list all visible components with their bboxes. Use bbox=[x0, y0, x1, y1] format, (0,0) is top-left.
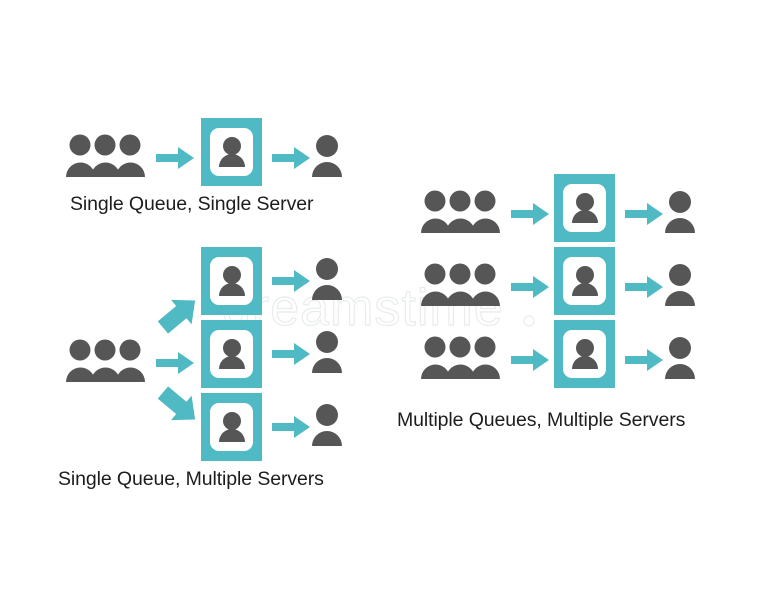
arrow-right-icon bbox=[156, 351, 194, 375]
server-person-icon bbox=[571, 266, 598, 296]
output-person-icon bbox=[664, 263, 696, 307]
arrow-right-icon bbox=[272, 342, 310, 366]
output-person-icon bbox=[311, 134, 343, 178]
server-card bbox=[210, 403, 253, 451]
diagram-label: Single Queue, Single Server bbox=[70, 193, 314, 215]
single-person-icon bbox=[312, 331, 342, 373]
queue-group-icon bbox=[421, 190, 501, 234]
output-person-icon bbox=[311, 257, 343, 301]
arrow-right-icon bbox=[272, 415, 310, 439]
output-person-icon bbox=[664, 336, 696, 380]
server-card bbox=[210, 257, 253, 305]
arrow-right-icon bbox=[511, 202, 549, 226]
arrow-right-icon bbox=[625, 348, 663, 372]
arrow-right-icon bbox=[272, 146, 310, 170]
server-tile bbox=[554, 320, 615, 388]
output-person-icon bbox=[311, 403, 343, 447]
single-person-icon bbox=[312, 135, 342, 177]
server-tile bbox=[554, 174, 615, 242]
server-card bbox=[563, 184, 606, 232]
output-person-icon bbox=[664, 190, 696, 234]
diagram-label: Single Queue, Multiple Servers bbox=[58, 468, 324, 490]
server-person-icon bbox=[218, 266, 245, 296]
queue-group-icon bbox=[66, 134, 146, 178]
queue-group-icon bbox=[421, 263, 501, 307]
queue-group-icon bbox=[421, 336, 501, 380]
server-person-icon bbox=[571, 193, 598, 223]
arrow-right-icon bbox=[272, 269, 310, 293]
single-person-icon bbox=[665, 337, 695, 379]
single-person-icon bbox=[665, 191, 695, 233]
arrow-up-right-icon bbox=[156, 291, 202, 337]
server-tile bbox=[201, 247, 262, 315]
server-person-icon bbox=[218, 137, 245, 167]
three-people-icon bbox=[421, 336, 500, 379]
server-tile bbox=[201, 118, 262, 186]
arrow-right-icon bbox=[511, 275, 549, 299]
server-person-icon bbox=[571, 339, 598, 369]
three-people-icon bbox=[66, 339, 145, 382]
server-card bbox=[210, 330, 253, 378]
three-people-icon bbox=[421, 190, 500, 233]
server-card bbox=[563, 257, 606, 305]
server-person-icon bbox=[218, 339, 245, 369]
server-person-icon bbox=[218, 412, 245, 442]
single-person-icon bbox=[312, 404, 342, 446]
output-person-icon bbox=[311, 330, 343, 374]
arrow-right-icon bbox=[625, 202, 663, 226]
watermark-dot bbox=[523, 315, 535, 327]
single-person-icon bbox=[312, 258, 342, 300]
three-people-icon bbox=[421, 263, 500, 306]
arrow-right-icon bbox=[511, 348, 549, 372]
server-card bbox=[210, 128, 253, 176]
arrow-right-icon bbox=[625, 275, 663, 299]
diagram-label: Multiple Queues, Multiple Servers bbox=[397, 409, 686, 431]
arrow-right-icon bbox=[156, 146, 194, 170]
arrow-down-right-icon bbox=[156, 383, 202, 429]
server-tile bbox=[554, 247, 615, 315]
three-people-icon bbox=[66, 134, 145, 177]
server-tile bbox=[201, 320, 262, 388]
single-person-icon bbox=[665, 264, 695, 306]
server-card bbox=[563, 330, 606, 378]
server-tile bbox=[201, 393, 262, 461]
queue-group-icon bbox=[66, 339, 146, 383]
